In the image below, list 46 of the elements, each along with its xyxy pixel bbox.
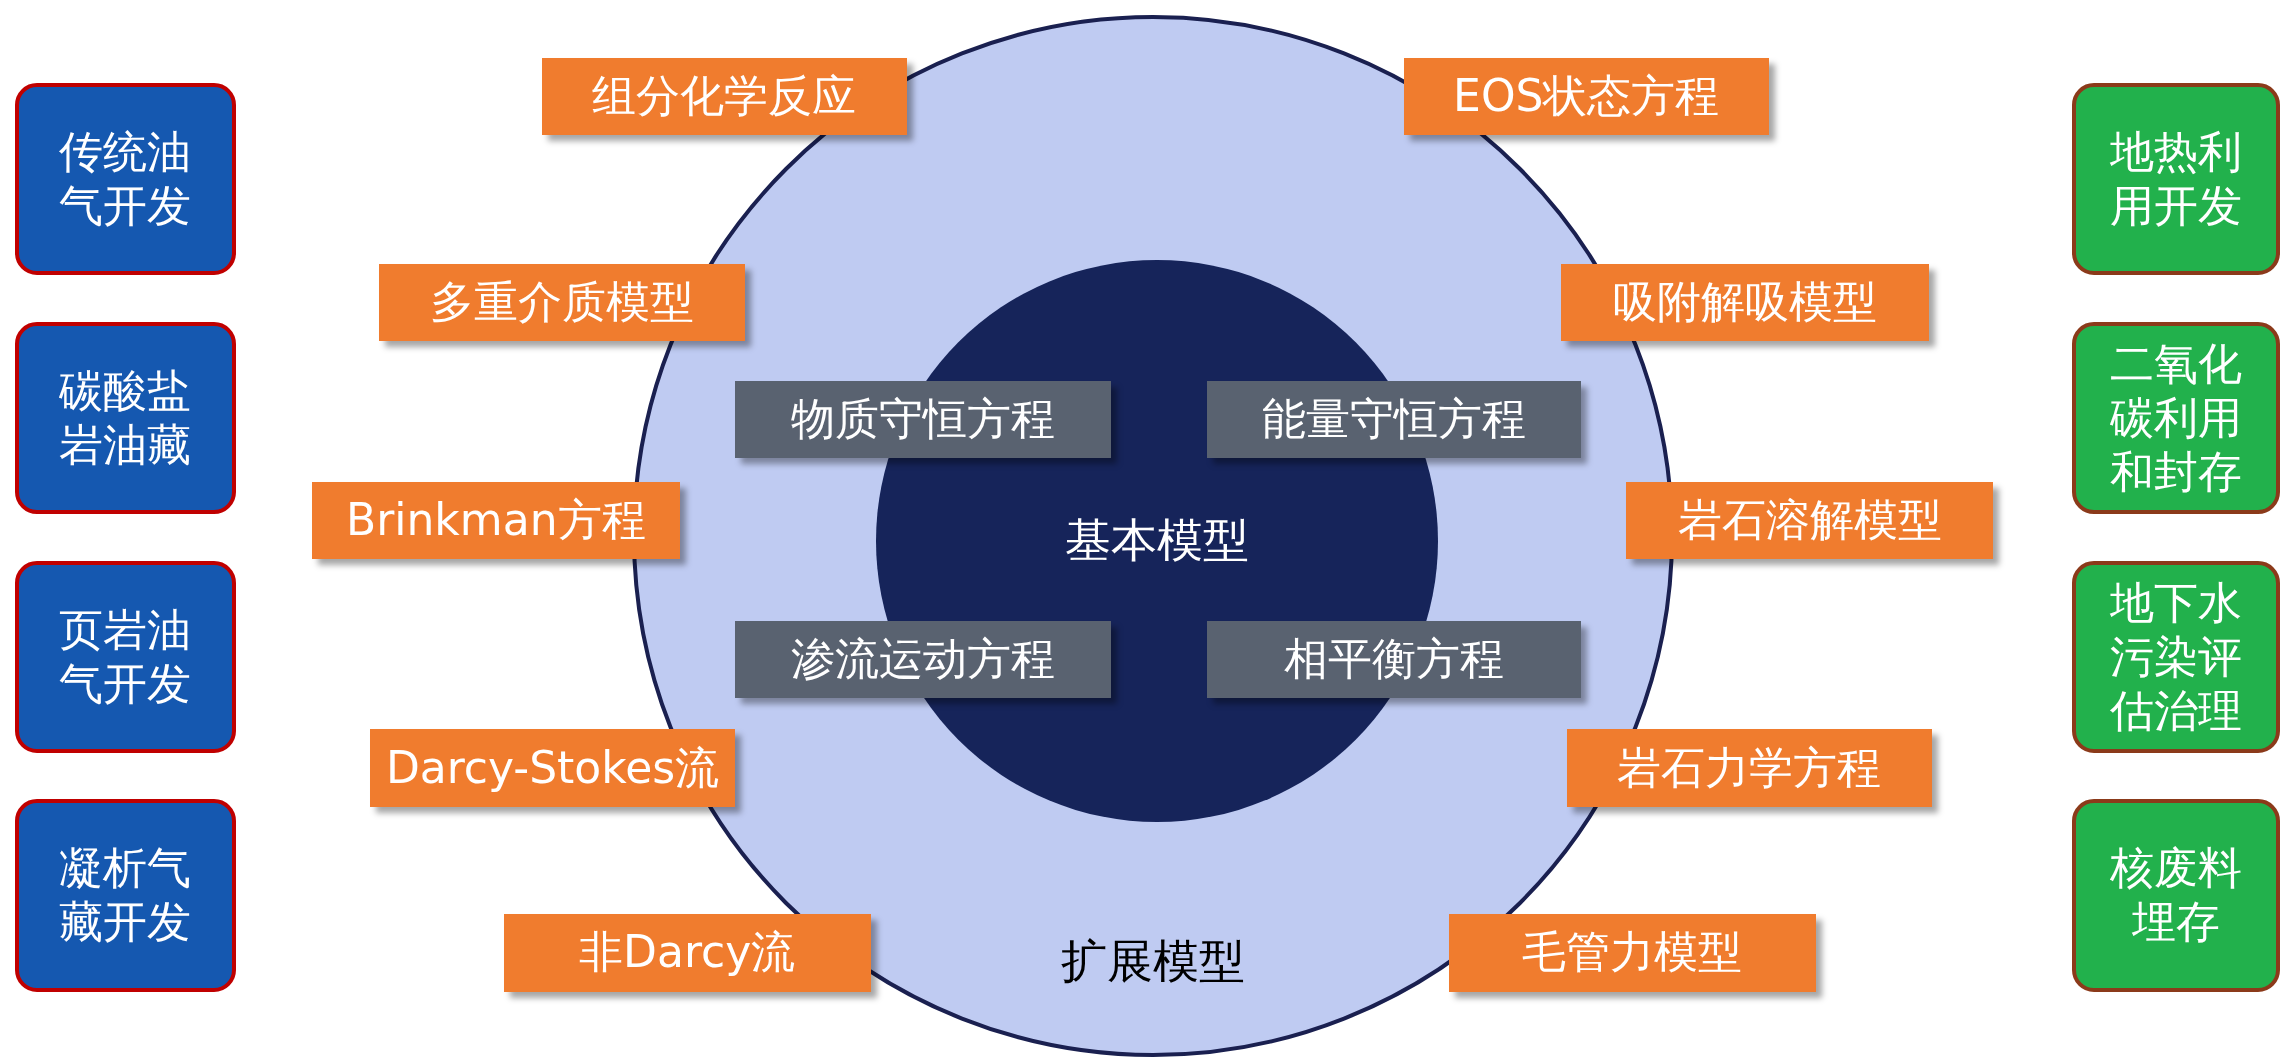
model-box [378, 263, 746, 341]
model-name: Darcy-Stokes流 [385, 740, 720, 795]
model-name: 吸附解吸模型 [1613, 274, 1877, 329]
application-box [2071, 321, 2281, 514]
equation-name: 物质守恒方程 [790, 392, 1055, 447]
model-box [1448, 914, 1816, 992]
model-box [1626, 481, 1994, 560]
model-box [311, 481, 680, 560]
model-name: Brinkman方程 [345, 493, 646, 547]
model-name: EOS状态方程 [1453, 69, 1720, 124]
box-text: 核废料埋存 [2108, 841, 2243, 950]
box-text: 地下水污染评估治理 [2108, 575, 2243, 738]
model-box [503, 914, 871, 992]
model-name: 多重介质模型 [430, 274, 694, 329]
equation-box [734, 621, 1111, 699]
model-box [541, 58, 908, 136]
model-box [1560, 263, 1930, 341]
application-box [14, 83, 236, 276]
model-name: 毛管力模型 [1522, 925, 1743, 980]
box-text: 凝析气藏开发 [58, 841, 193, 950]
box-text: 碳酸盐岩油藏 [58, 363, 193, 472]
application-box [2071, 83, 2281, 276]
equation-box [1206, 621, 1581, 699]
equation-name: 渗流运动方程 [790, 632, 1055, 687]
box-text: 页岩油气开发 [58, 602, 193, 711]
box-text: 二氧化碳利用和封存 [2108, 336, 2243, 499]
application-box [14, 321, 236, 514]
model-name: 岩石力学方程 [1617, 740, 1882, 795]
circle-title: 基本模型 [1065, 512, 1250, 570]
model-name: 组分化学反应 [592, 69, 857, 124]
box-text: 地热利用开发 [2108, 125, 2243, 234]
equation-box [1206, 381, 1581, 459]
model-box [369, 729, 736, 807]
equation-box [734, 381, 1111, 459]
circle-title: 扩展模型 [1061, 933, 1246, 991]
model-name: 岩石溶解模型 [1677, 493, 1942, 547]
application-box [14, 560, 236, 753]
application-box [14, 799, 236, 992]
box-text: 传统油气开发 [58, 125, 193, 234]
model-box [1403, 58, 1770, 136]
application-box [2071, 799, 2281, 992]
equation-name: 能量守恒方程 [1261, 392, 1526, 447]
model-name: 非Darcy流 [579, 925, 796, 980]
model-box [1566, 729, 1933, 807]
application-box [2071, 560, 2281, 753]
equation-name: 相平衡方程 [1283, 632, 1504, 687]
